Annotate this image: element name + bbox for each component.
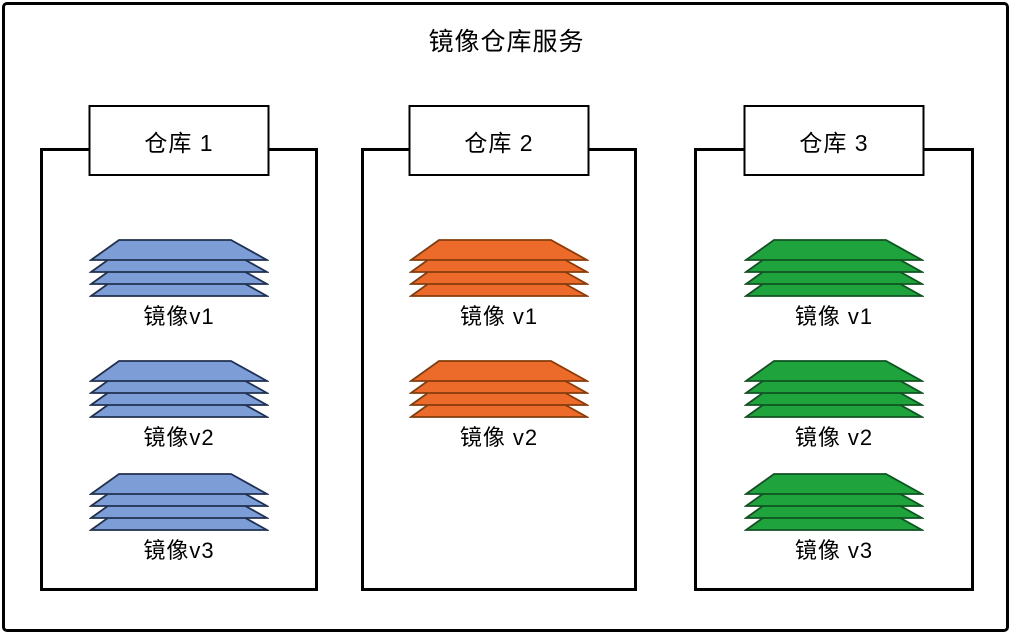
diagram-title: 镜像仓库服务	[428, 28, 585, 56]
image-layer-stack-icon	[89, 473, 269, 531]
image-stack-row: 镜像 v2	[697, 357, 971, 453]
image-stack-row: 镜像 v1	[364, 236, 634, 332]
image-stack-label: 镜像 v1	[459, 304, 539, 329]
image-stack-row: 镜像 v1	[697, 236, 971, 332]
repo-label-1: 仓库 1	[144, 129, 214, 156]
image-layer-stack-icon	[744, 239, 924, 297]
image-layer-stack-icon	[409, 360, 589, 418]
repo-container-1: 仓库 1 镜像v1 镜像v2	[40, 105, 318, 591]
repo-container-2: 仓库 2 镜像 v1 镜像	[361, 105, 637, 591]
image-stack-label: 镜像 v2	[459, 425, 539, 450]
image-stack-label: 镜像v2	[143, 425, 215, 450]
image-stack-label: 镜像v1	[143, 304, 215, 329]
image-layer-stack-icon	[89, 239, 269, 297]
image-stack-row: 镜像v1	[43, 236, 315, 332]
image-layer-stack-icon	[744, 360, 924, 418]
repo-label-box-2: 仓库 2	[408, 105, 590, 176]
image-layer-stack-icon	[744, 473, 924, 531]
repo-label-3: 仓库 3	[799, 129, 869, 156]
repo-label-box-1: 仓库 1	[88, 105, 270, 176]
image-stack-row: 镜像 v2	[364, 357, 634, 453]
image-stack-label: 镜像 v1	[794, 304, 874, 329]
image-layer-stack-icon	[89, 360, 269, 418]
image-layer-stack-icon	[409, 239, 589, 297]
image-stack-row: 镜像 v3	[697, 470, 971, 566]
image-stack-label: 镜像 v3	[794, 538, 874, 563]
repo-label-2: 仓库 2	[464, 129, 534, 156]
image-stack-label: 镜像v3	[143, 538, 215, 563]
image-stack-label: 镜像 v2	[794, 425, 874, 450]
image-stack-row: 镜像v2	[43, 357, 315, 453]
image-stack-row: 镜像v3	[43, 470, 315, 566]
repo-container-3: 仓库 3 镜像 v1 镜像	[694, 105, 974, 591]
repo-label-box-3: 仓库 3	[743, 105, 925, 176]
